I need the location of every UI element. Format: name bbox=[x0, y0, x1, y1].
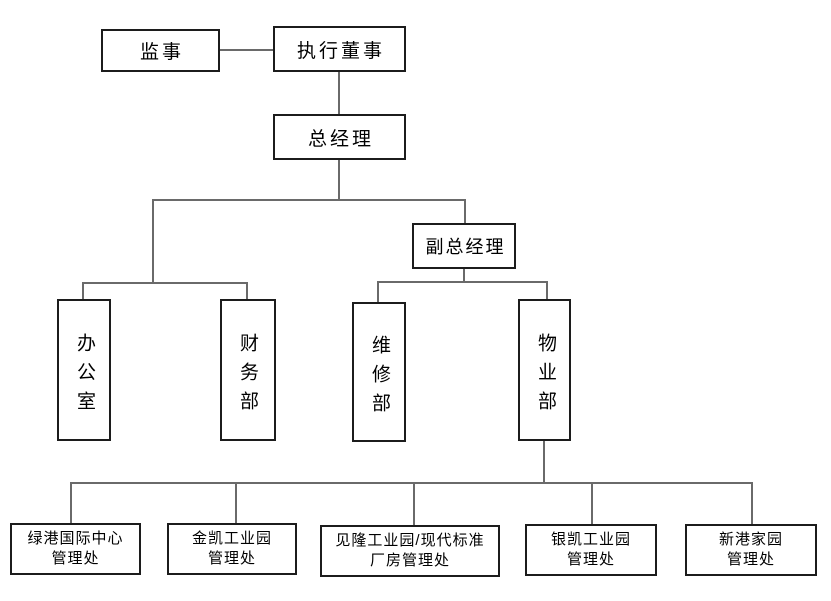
connector-line bbox=[82, 282, 248, 284]
node-label-line: 绿港国际中心 bbox=[27, 530, 124, 547]
node-property-dept: 物业部 bbox=[518, 299, 571, 441]
node-executive-director: 执行董事 bbox=[273, 26, 406, 72]
node-jianlong-office: 见隆工业园/现代标准 厂房管理处 bbox=[320, 525, 500, 577]
connector-line bbox=[413, 482, 415, 525]
node-yinkai-office: 银凯工业园 管理处 bbox=[525, 524, 657, 576]
node-deputy-general-manager: 副总经理 bbox=[412, 223, 516, 269]
connector-line bbox=[377, 281, 548, 283]
connector-line bbox=[591, 482, 593, 524]
node-label-line: 管理处 bbox=[51, 550, 100, 567]
connector-line bbox=[152, 199, 154, 284]
connector-line bbox=[70, 482, 72, 523]
connector-line bbox=[338, 160, 340, 199]
connector-line bbox=[152, 199, 466, 201]
node-label-line: 管理处 bbox=[207, 550, 256, 567]
node-label-line: 管理处 bbox=[566, 551, 615, 568]
node-general-manager: 总经理 bbox=[273, 114, 406, 160]
node-label-line: 厂房管理处 bbox=[369, 552, 450, 569]
node-label-line: 金凯工业园 bbox=[191, 530, 272, 547]
connector-line bbox=[220, 49, 273, 51]
node-jinkai-office: 金凯工业园 管理处 bbox=[167, 523, 297, 575]
node-label-line: 银凯工业园 bbox=[550, 531, 631, 548]
connector-line bbox=[235, 482, 237, 523]
connector-line bbox=[70, 482, 753, 484]
connector-line bbox=[543, 441, 545, 483]
connector-line bbox=[464, 199, 466, 223]
node-lvgang-office: 绿港国际中心 管理处 bbox=[10, 523, 141, 575]
node-office: 办公室 bbox=[57, 299, 111, 441]
node-finance-dept: 财务部 bbox=[220, 299, 276, 441]
node-maintenance-dept: 维修部 bbox=[352, 302, 406, 442]
node-xingang-office: 新港家园 管理处 bbox=[685, 524, 817, 576]
connector-line bbox=[377, 281, 379, 303]
node-label-line: 新港家园 bbox=[718, 531, 783, 548]
connector-line bbox=[82, 282, 84, 300]
node-label-line: 见隆工业园/现代标准 bbox=[335, 532, 485, 549]
connector-line bbox=[338, 71, 340, 115]
node-supervisor: 监事 bbox=[101, 29, 220, 72]
connector-line bbox=[751, 482, 753, 524]
connector-line bbox=[546, 281, 548, 300]
node-label-line: 管理处 bbox=[726, 551, 775, 568]
connector-line bbox=[246, 282, 248, 300]
connector-line bbox=[463, 268, 465, 283]
